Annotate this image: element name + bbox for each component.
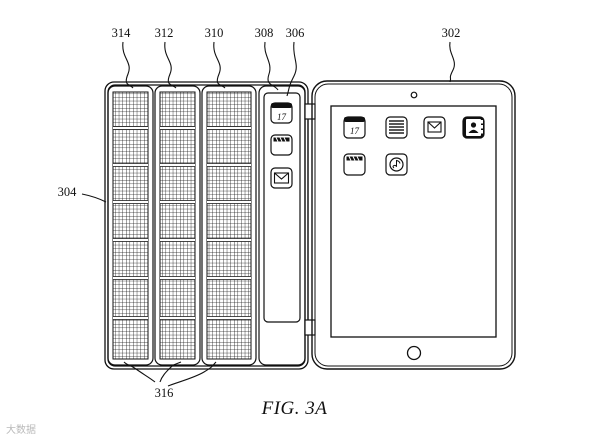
- cover-segment-312: [154, 85, 201, 366]
- cover-segment-314: [107, 85, 154, 366]
- notes-icon: [385, 116, 408, 139]
- cover-segment-308: [258, 85, 306, 366]
- label-304: 304: [58, 185, 78, 199]
- video-icon: [343, 153, 366, 176]
- calendar-icon: 17: [343, 116, 366, 139]
- cover-hinge: [304, 103, 316, 336]
- home-button: [406, 345, 422, 361]
- cover-segment-310: [201, 85, 257, 366]
- figure-caption: FIG. 3A: [261, 398, 328, 419]
- video-icon: [270, 134, 293, 156]
- cover-display-306: [263, 92, 301, 323]
- calendar-date: 17: [277, 112, 287, 122]
- label-306: 306: [286, 26, 305, 40]
- label-308: 308: [255, 26, 274, 40]
- calendar-icon: 17: [270, 102, 293, 124]
- tablet-screen: [330, 105, 497, 338]
- mail-icon: [270, 167, 293, 189]
- tablet-device: [311, 80, 516, 370]
- calendar-date: 17: [350, 126, 360, 136]
- label-302: 302: [442, 26, 461, 40]
- watermark: 大数据: [6, 425, 36, 436]
- label-312: 312: [155, 26, 174, 40]
- label-310: 310: [205, 26, 224, 40]
- contacts-icon: [462, 116, 485, 139]
- label-314: 314: [112, 26, 132, 40]
- front-camera: [410, 91, 418, 99]
- lead-lines: [81, 41, 455, 387]
- mail-icon: [423, 116, 446, 139]
- label-316: 316: [155, 386, 174, 400]
- music-icon: [385, 153, 408, 176]
